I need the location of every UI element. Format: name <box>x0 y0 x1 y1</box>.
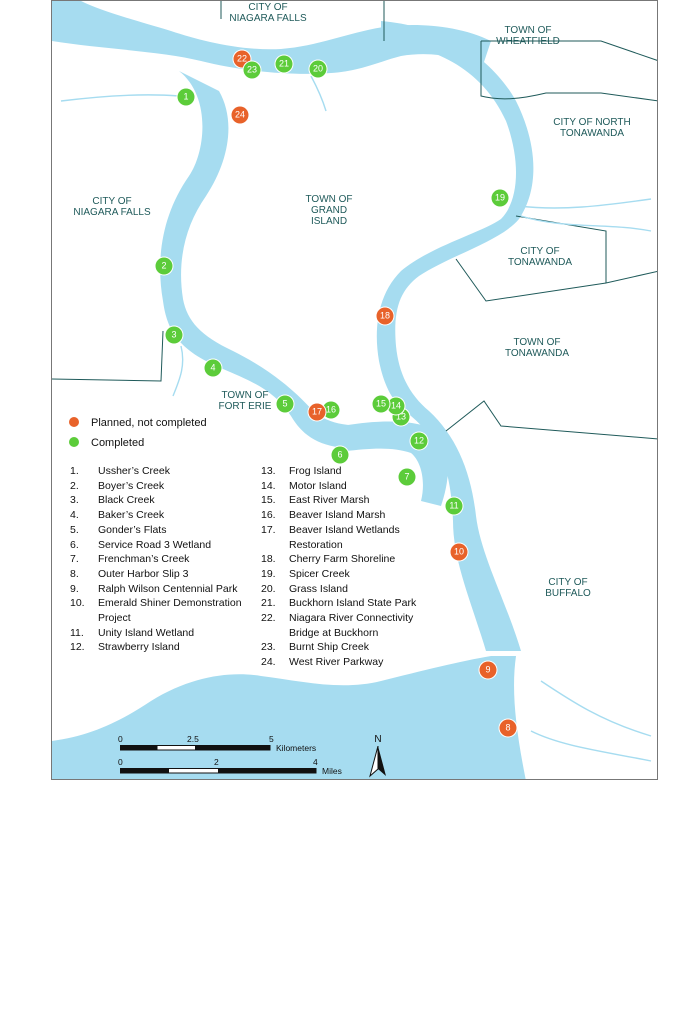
list-item: 12.Strawberry Island <box>70 641 180 654</box>
list-item: 17.Beaver Island Wetlands Restoration <box>261 523 400 551</box>
list-item: 6.Service Road 3 Wetland <box>70 538 212 551</box>
mi-tick-0: 0 <box>118 757 123 767</box>
km-unit-label: Kilometers <box>276 743 317 753</box>
lake-erie <box>52 656 526 779</box>
list-item: 16.Beaver Island Marsh <box>261 509 386 522</box>
site-marker-21[interactable]: 21 <box>275 55 293 73</box>
mi-tick-2: 4 <box>313 757 318 767</box>
north-arrow: N <box>368 734 388 779</box>
site-marker-12[interactable]: 12 <box>410 432 428 450</box>
mi-scale-bar <box>120 768 317 774</box>
site-marker-16[interactable]: 16 <box>322 401 340 419</box>
list-item: 9.Ralph Wilson Centennial Park <box>70 582 238 595</box>
km-tick-0: 0 <box>118 734 123 744</box>
site-marker-1[interactable]: 1 <box>177 88 195 106</box>
site-marker-23[interactable]: 23 <box>243 61 261 79</box>
list-item: 13.Frog Island <box>261 465 342 477</box>
river-west-channel <box>160 71 381 448</box>
site-marker-11[interactable]: 11 <box>445 497 463 515</box>
mi-tick-1: 2 <box>214 757 219 767</box>
list-item: 10.Emerald Shiner Demonstration Project <box>70 597 242 625</box>
completed-dot-icon <box>69 437 79 447</box>
list-item: 2.Boyer’s Creek <box>70 479 165 492</box>
site-list-left: 1.Ussher’s Creek 2.Boyer’s Creek 3.Black… <box>70 464 260 655</box>
list-item: 1.Ussher’s Creek <box>70 465 170 477</box>
site-marker-9[interactable]: 9 <box>479 661 497 679</box>
north-label: N <box>374 734 382 745</box>
mi-unit-label: Miles <box>322 766 342 776</box>
list-item: 3.Black Creek <box>70 494 155 507</box>
list-item: 15.East River Marsh <box>261 494 370 507</box>
legend-planned: Planned, not completed <box>69 417 207 429</box>
site-marker-19[interactable]: 19 <box>491 189 509 207</box>
site-marker-15[interactable]: 15 <box>372 395 390 413</box>
river-upper <box>52 1 491 74</box>
site-marker-20[interactable]: 20 <box>309 60 327 78</box>
site-marker-7[interactable]: 7 <box>398 468 416 486</box>
km-tick-1: 2.5 <box>187 734 199 744</box>
river-east-channel <box>376 21 534 651</box>
site-marker-5[interactable]: 5 <box>276 395 294 413</box>
site-marker-14[interactable]: 14 <box>387 397 405 415</box>
municipal-boundaries <box>52 1 657 440</box>
site-marker-8[interactable]: 8 <box>499 719 517 737</box>
site-marker-4[interactable]: 4 <box>204 359 222 377</box>
list-item: 20.Grass Island <box>261 582 348 595</box>
list-item: 4.Baker’s Creek <box>70 509 165 522</box>
site-marker-18[interactable]: 18 <box>376 307 394 325</box>
site-marker-17[interactable]: 17 <box>308 403 326 421</box>
site-marker-24[interactable]: 24 <box>231 106 249 124</box>
list-item: 19.Spicer Creek <box>261 567 350 580</box>
list-item: 11.Unity Island Wetland <box>70 626 195 639</box>
tributaries <box>60 75 652 762</box>
planned-dot-icon <box>69 417 79 427</box>
north-arrow-icon <box>369 746 386 778</box>
list-item: 8.Outer Harbor Slip 3 <box>70 567 189 580</box>
site-marker-2[interactable]: 2 <box>155 257 173 275</box>
list-item: 7.Frenchman’s Creek <box>70 553 190 566</box>
site-marker-3[interactable]: 3 <box>165 326 183 344</box>
list-item: 21.Buckhorn Island State Park <box>261 597 417 610</box>
site-marker-6[interactable]: 6 <box>331 446 349 464</box>
km-tick-2: 5 <box>269 734 274 744</box>
list-item: 14.Motor Island <box>261 479 347 492</box>
map-base <box>52 1 657 779</box>
list-item: 23.Burnt Ship Creek <box>261 641 369 654</box>
km-scale-bar <box>120 745 271 751</box>
list-item: 18.Cherry Farm Shoreline <box>261 553 396 566</box>
list-item: 24.West River Parkway <box>261 656 384 669</box>
list-item: 5.Gonder’s Flats <box>70 523 167 536</box>
site-marker-10[interactable]: 10 <box>450 543 468 561</box>
list-item: 22.Niagara River Connectivity Bridge at … <box>261 612 414 639</box>
legend-completed: Completed <box>69 437 144 449</box>
site-list-right: 13.Frog Island 14.Motor Island 15.East R… <box>261 464 446 670</box>
